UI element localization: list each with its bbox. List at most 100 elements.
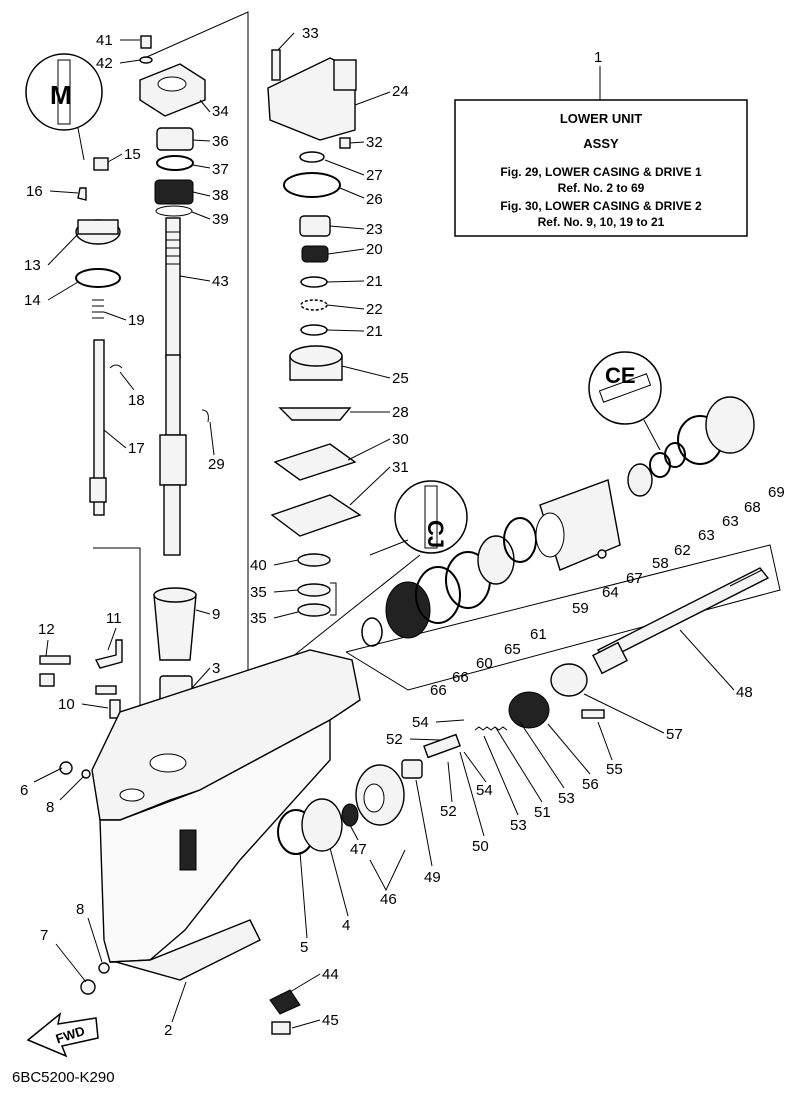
callout-label: 52 bbox=[440, 803, 457, 820]
callout-label: 17 bbox=[128, 440, 145, 457]
sealant-icon-ce: CE bbox=[588, 351, 662, 451]
water-pump-assembly bbox=[267, 49, 362, 617]
lower-casing bbox=[91, 649, 361, 981]
callout-label: 63 bbox=[698, 527, 715, 544]
callout-label: 60 bbox=[476, 655, 493, 672]
small-fittings bbox=[39, 639, 123, 995]
callout-label: 27 bbox=[366, 167, 383, 184]
title-line-3: Fig. 29, LOWER CASING & DRIVE 1 bbox=[500, 165, 702, 179]
propeller-shaft bbox=[592, 567, 770, 675]
callout-label: 19 bbox=[128, 312, 145, 329]
callout-label: 41 bbox=[96, 32, 113, 49]
drive-shaft-assembly bbox=[139, 35, 209, 556]
callout-label: 3 bbox=[212, 660, 220, 677]
callout-label: 31 bbox=[392, 459, 409, 476]
callout-label: 21 bbox=[366, 323, 383, 340]
callout-label: 61 bbox=[530, 626, 547, 643]
title-line-1: LOWER UNIT bbox=[560, 111, 642, 126]
callout-label: 36 bbox=[212, 133, 229, 150]
callout-label: 29 bbox=[208, 456, 225, 473]
callout-label: 45 bbox=[322, 1012, 339, 1029]
callout-label: 62 bbox=[674, 542, 691, 559]
callout-label: 23 bbox=[366, 221, 383, 238]
callout-label: 24 bbox=[392, 83, 409, 100]
callout-label: 57 bbox=[666, 726, 683, 743]
callout-label: 7 bbox=[40, 927, 48, 944]
callout-label: 43 bbox=[212, 273, 229, 290]
svg-text:CE: CE bbox=[605, 363, 636, 388]
callout-label: 66 bbox=[430, 682, 447, 699]
callout-label: 50 bbox=[472, 838, 489, 855]
clutch-assembly bbox=[401, 663, 605, 779]
callout-label: 8 bbox=[76, 901, 84, 918]
callout-label: 34 bbox=[212, 103, 229, 120]
callout-label: 26 bbox=[366, 191, 383, 208]
callout-label: 69 bbox=[768, 484, 785, 501]
svg-text:CJ: CJ bbox=[423, 520, 448, 548]
callout-label: 8 bbox=[46, 799, 54, 816]
callout-label: 10 bbox=[58, 696, 75, 713]
callout-label: 64 bbox=[602, 584, 619, 601]
sleeve-and-bearing bbox=[153, 587, 197, 707]
callout-label: 25 bbox=[392, 370, 409, 387]
callout-label: 28 bbox=[392, 404, 409, 421]
reverse-gear-housing bbox=[361, 396, 755, 647]
fwd-arrow: FWD bbox=[26, 1012, 99, 1058]
callout-label: 20 bbox=[366, 241, 383, 258]
callout-label: 55 bbox=[606, 761, 623, 778]
sealant-icon-m: M bbox=[25, 53, 103, 161]
callout-label: 52 bbox=[386, 731, 403, 748]
callout-label: 54 bbox=[412, 714, 429, 731]
sealant-icon-cj: CJ bbox=[369, 480, 468, 556]
callout-label: 4 bbox=[342, 917, 350, 934]
callout-label: 14 bbox=[24, 292, 41, 309]
callout-label: 67 bbox=[626, 570, 643, 587]
callout-label: 18 bbox=[128, 392, 145, 409]
callout-label: 44 bbox=[322, 966, 339, 983]
callout-label: 54 bbox=[476, 782, 493, 799]
callout-label: 49 bbox=[424, 869, 441, 886]
callout-label: 13 bbox=[24, 257, 41, 274]
callout-label: 2 bbox=[164, 1022, 172, 1039]
title-line-2: ASSY bbox=[583, 136, 619, 151]
callout-label: 46 bbox=[380, 891, 397, 908]
callout-label: 16 bbox=[26, 183, 43, 200]
callout-label: 58 bbox=[652, 555, 669, 572]
callout-label: 11 bbox=[106, 610, 122, 627]
callout-label: 42 bbox=[96, 55, 113, 72]
callout-label: 21 bbox=[366, 273, 383, 290]
shift-rod-assembly bbox=[75, 157, 123, 516]
callout-label: 47 bbox=[350, 841, 367, 858]
callout-label: 63 bbox=[722, 513, 739, 530]
svg-text:M: M bbox=[50, 80, 72, 110]
callout-label: 38 bbox=[212, 187, 229, 204]
callout-label: 35 bbox=[250, 584, 267, 601]
callout-label: 33 bbox=[302, 25, 319, 42]
title-line-5: Fig. 30, LOWER CASING & DRIVE 2 bbox=[500, 199, 702, 213]
title-box: 1 LOWER UNIT ASSY Fig. 29, LOWER CASING … bbox=[454, 49, 748, 237]
callout-label: 12 bbox=[38, 621, 55, 638]
title-line-4: Ref. No. 2 to 69 bbox=[558, 181, 645, 195]
footer-code: 6BC5200-K290 bbox=[12, 1069, 115, 1086]
callout-label: 66 bbox=[452, 669, 469, 686]
title-box-ref: 1 bbox=[594, 49, 602, 66]
leader-lines bbox=[33, 32, 735, 1029]
callout-label: 22 bbox=[366, 301, 383, 318]
callout-label: 9 bbox=[212, 606, 220, 623]
callout-label: 68 bbox=[744, 499, 761, 516]
callout-label: 32 bbox=[366, 134, 383, 151]
callout-label: 65 bbox=[504, 641, 521, 658]
callout-label: 59 bbox=[572, 600, 589, 617]
callout-label: 39 bbox=[212, 211, 229, 228]
callout-label: 40 bbox=[250, 557, 267, 574]
callout-label: 30 bbox=[392, 431, 409, 448]
title-line-6: Ref. No. 9, 10, 19 to 21 bbox=[538, 215, 665, 229]
callout-label: 37 bbox=[212, 161, 229, 178]
callout-label: 35 bbox=[250, 610, 267, 627]
callout-label: 53 bbox=[510, 817, 527, 834]
callout-label: 5 bbox=[300, 939, 308, 956]
callout-labels: 41 42 33 24 34 32 36 27 37 26 38 39 23 2… bbox=[20, 25, 785, 1039]
callout-label: 53 bbox=[558, 790, 575, 807]
callout-label: 6 bbox=[20, 782, 28, 799]
